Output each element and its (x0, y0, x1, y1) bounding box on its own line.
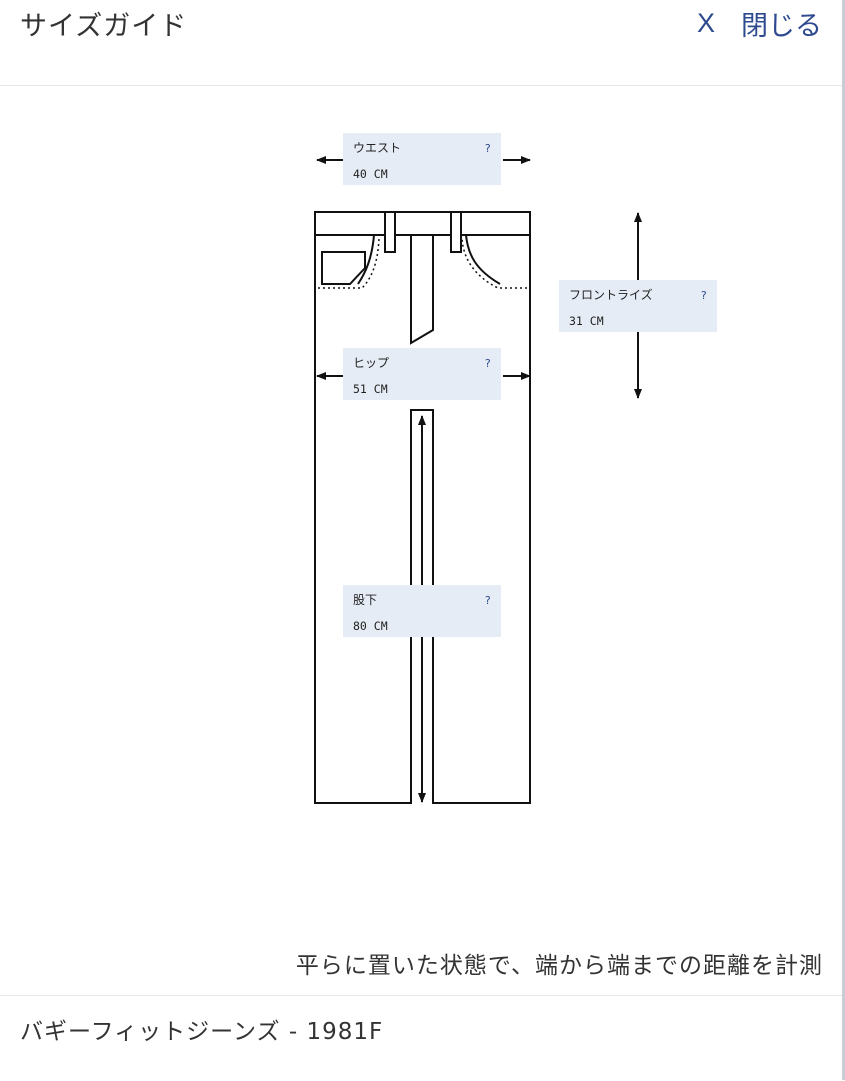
measurement-instruction: 平らに置いた状態で、端から端までの距離を計測 (295, 953, 823, 979)
waistband (314, 211, 531, 236)
close-button[interactable]: X 閉じる (697, 4, 822, 43)
stitching (318, 237, 527, 289)
close-icon[interactable]: X (696, 8, 715, 38)
belt-loop-right (450, 211, 462, 253)
header: サイズガイド X 閉じる (0, 0, 842, 86)
front-rise-help-icon[interactable]: ? (700, 289, 707, 302)
close-label[interactable]: 閉じる (741, 11, 822, 42)
inseam-label: 股下 80 CM ? (343, 585, 501, 637)
waist-label: ウエスト 40 CM ? (343, 133, 501, 185)
product-name: バギーフィットジーンズ - 1981F (20, 1019, 384, 1045)
fly-stitch (410, 235, 434, 345)
front-rise-label: フロントライズ 31 CM ? (559, 280, 717, 332)
coin-pocket (321, 251, 366, 285)
window-edge (842, 0, 845, 1080)
front-rise-value: 31 CM (569, 314, 604, 328)
page-title: サイズガイド (20, 11, 188, 42)
jeans-outline (314, 211, 531, 804)
footer: バギーフィットジーンズ - 1981F (0, 995, 842, 1081)
waist-name: ウエスト (353, 141, 402, 155)
front-rise-name: フロントライズ (569, 288, 653, 302)
waist-help-icon[interactable]: ? (484, 142, 491, 155)
front-pocket-left (357, 234, 375, 285)
front-pocket-right (465, 234, 501, 285)
waist-value: 40 CM (353, 167, 388, 181)
leg-outline (314, 235, 531, 804)
hip-value: 51 CM (353, 382, 388, 396)
belt-loop-left (384, 211, 396, 253)
inseam-help-icon[interactable]: ? (484, 594, 491, 607)
hip-help-icon[interactable]: ? (484, 357, 491, 370)
inseam-name: 股下 (353, 593, 378, 607)
hip-label: ヒップ 51 CM ? (343, 348, 501, 400)
stitch-left (318, 237, 380, 289)
inseam-value: 80 CM (353, 619, 388, 633)
stitch-right (461, 237, 527, 289)
hip-name: ヒップ (353, 356, 390, 370)
